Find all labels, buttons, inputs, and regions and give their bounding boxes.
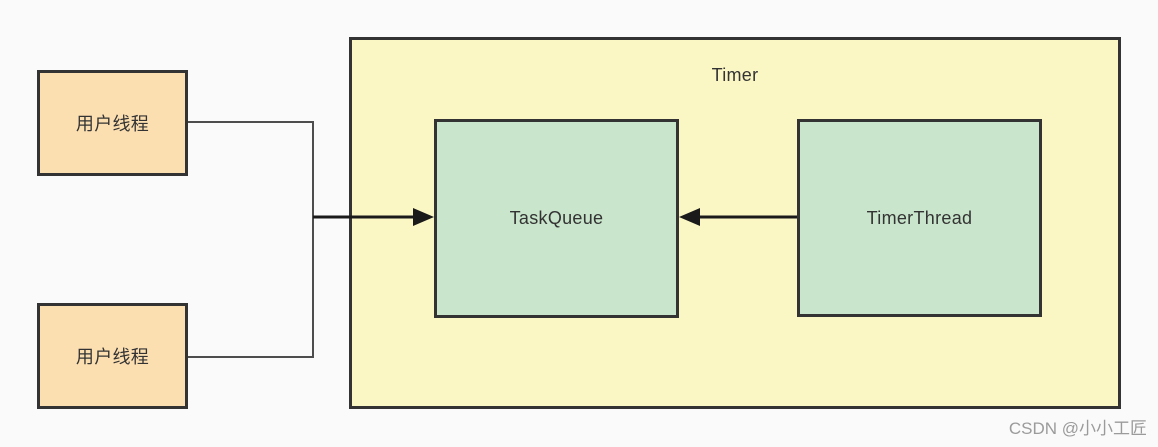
timer-container-label: Timer bbox=[711, 65, 759, 85]
user-thread-1-box: 用户线程 bbox=[37, 70, 188, 176]
task-queue-box: TaskQueue bbox=[434, 119, 679, 318]
watermark: CSDN @小小工匠 bbox=[1008, 419, 1147, 438]
user-thread-1-label: 用户线程 bbox=[75, 114, 150, 134]
timer-thread-label: TimerThread bbox=[866, 207, 973, 228]
user-thread-2-box: 用户线程 bbox=[37, 303, 188, 409]
task-queue-label: TaskQueue bbox=[509, 208, 604, 228]
user-thread-2-label: 用户线程 bbox=[75, 347, 150, 367]
timer-thread-box: TimerThread bbox=[797, 119, 1042, 317]
